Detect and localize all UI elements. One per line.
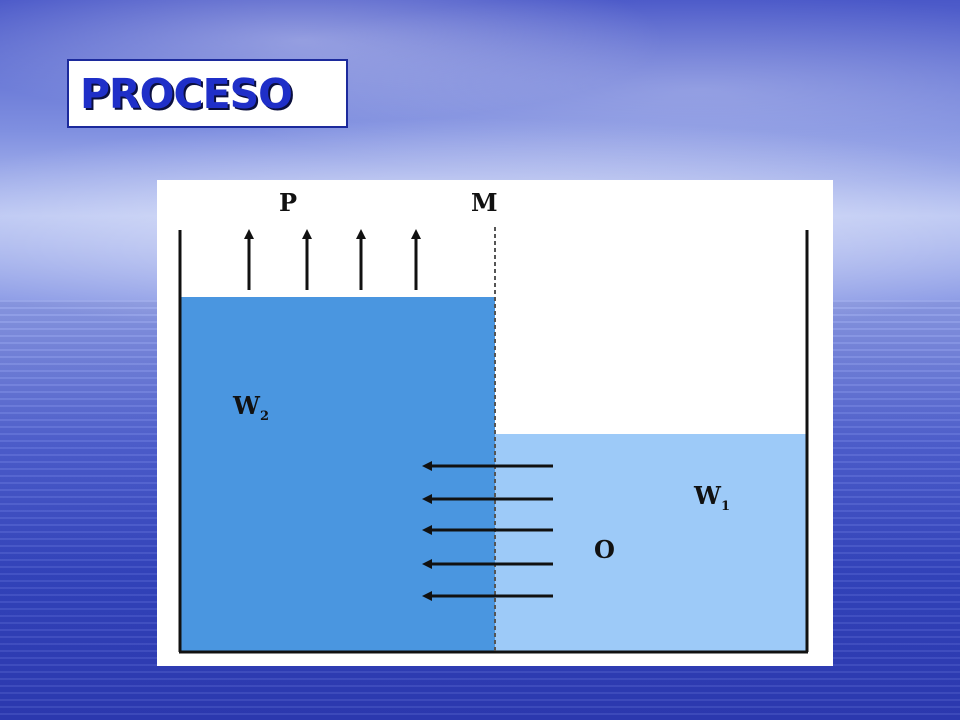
label-w1-sub: 1 xyxy=(721,499,730,514)
right-solution xyxy=(495,434,806,651)
label-o: O xyxy=(594,535,615,564)
slide-title: PROCESO xyxy=(80,70,293,118)
label-w2-sub: 2 xyxy=(260,409,269,424)
title-box: PROCESO xyxy=(67,59,348,128)
label-m: M xyxy=(471,188,498,217)
label-w2-main: W xyxy=(232,391,261,420)
diagram-svg: P M W2 W1 O xyxy=(178,188,809,654)
left-solution xyxy=(181,297,495,651)
label-w1: W1 xyxy=(693,481,730,514)
label-w1-main: W xyxy=(693,481,722,510)
label-w2: W2 xyxy=(232,391,269,424)
osmosis-diagram: P M W2 W1 O xyxy=(157,180,833,666)
label-p: P xyxy=(279,188,297,217)
